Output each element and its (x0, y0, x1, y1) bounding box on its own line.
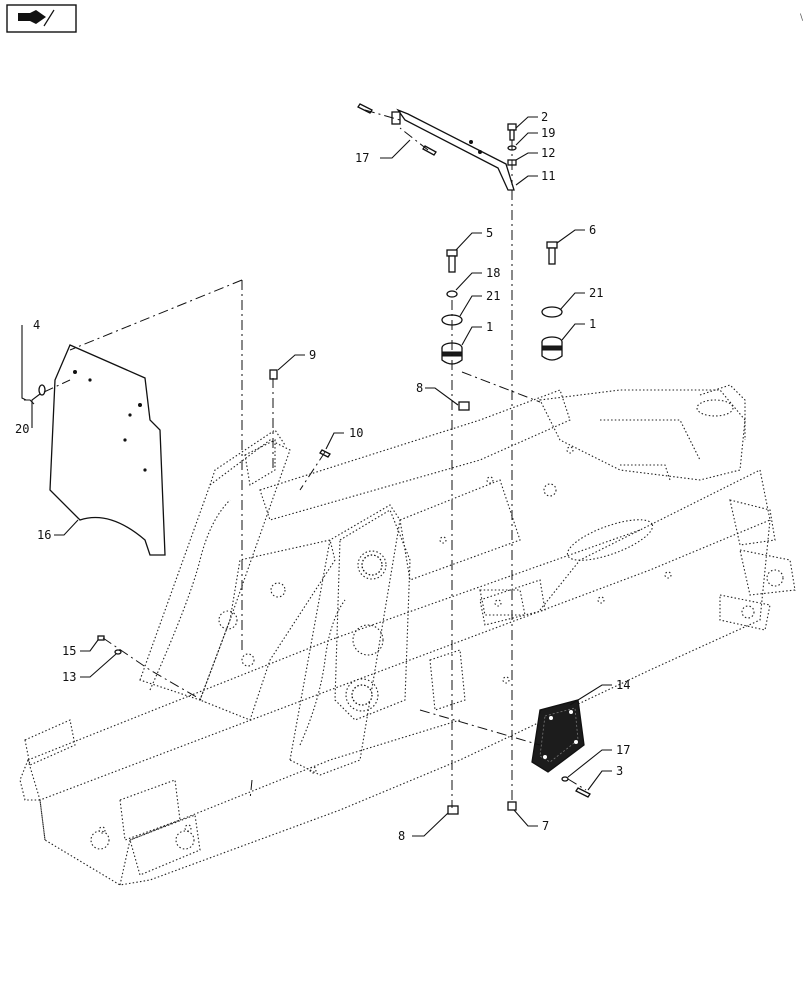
callout-17-lower: 17 (616, 743, 630, 757)
callout-8-upper: 8 (416, 381, 423, 395)
callout-4: 4 (33, 318, 40, 332)
callout-1-right: 1 (589, 317, 596, 331)
callout-1-left: 1 (486, 320, 493, 334)
screw-3 (575, 787, 591, 798)
assembly-centerlines (43, 109, 587, 808)
washer-20 (38, 384, 46, 396)
main-frame (19, 384, 796, 886)
washer-13 (114, 649, 122, 655)
callout-21-right: 21 (589, 286, 603, 300)
washer-18 (446, 290, 458, 298)
panel-16 (49, 344, 166, 556)
callout-7: 7 (542, 819, 549, 833)
bolt-5 (446, 249, 458, 273)
leader-lines (21, 116, 612, 837)
callout-12: 12 (541, 146, 555, 160)
callout-3: 3 (616, 764, 623, 778)
nut-8-upper (458, 401, 470, 411)
washer-21-right (541, 306, 563, 318)
clip-9 (269, 369, 278, 380)
callout-2: 2 (541, 110, 548, 124)
page-nav-icon[interactable] (6, 4, 77, 33)
callout-14: 14 (616, 678, 630, 692)
callout-15: 15 (62, 644, 76, 658)
callout-20: 20 (15, 422, 29, 436)
callout-16: 16 (37, 528, 51, 542)
callout-5: 5 (486, 226, 493, 240)
nut-7 (507, 801, 517, 811)
bolt-2 (507, 123, 517, 141)
arrow-icon (18, 10, 46, 24)
callout-8-lower: 8 (398, 829, 405, 843)
callout-11: 11 (541, 169, 555, 183)
upper-bracket-part (391, 108, 515, 191)
callout-19: 19 (541, 126, 555, 140)
mount-1-right (541, 336, 563, 361)
bolt-15 (97, 635, 105, 641)
callout-9: 9 (309, 348, 316, 362)
callout-18: 18 (486, 266, 500, 280)
bolt-6 (546, 241, 558, 265)
callout-labels: 2 19 12 11 17 5 6 18 21 21 1 1 8 9 10 4 … (15, 110, 630, 843)
callout-21-left: 21 (486, 289, 500, 303)
callout-6: 6 (589, 223, 596, 237)
callout-10: 10 (349, 426, 363, 440)
washer-17-lower (561, 776, 569, 782)
fastener-10 (319, 449, 331, 458)
callout-17-upper: 17 (355, 151, 369, 165)
cover-14 (531, 699, 585, 773)
nut-8-lower (447, 805, 459, 815)
corner-mark: \ (800, 13, 804, 23)
callout-13: 13 (62, 670, 76, 684)
